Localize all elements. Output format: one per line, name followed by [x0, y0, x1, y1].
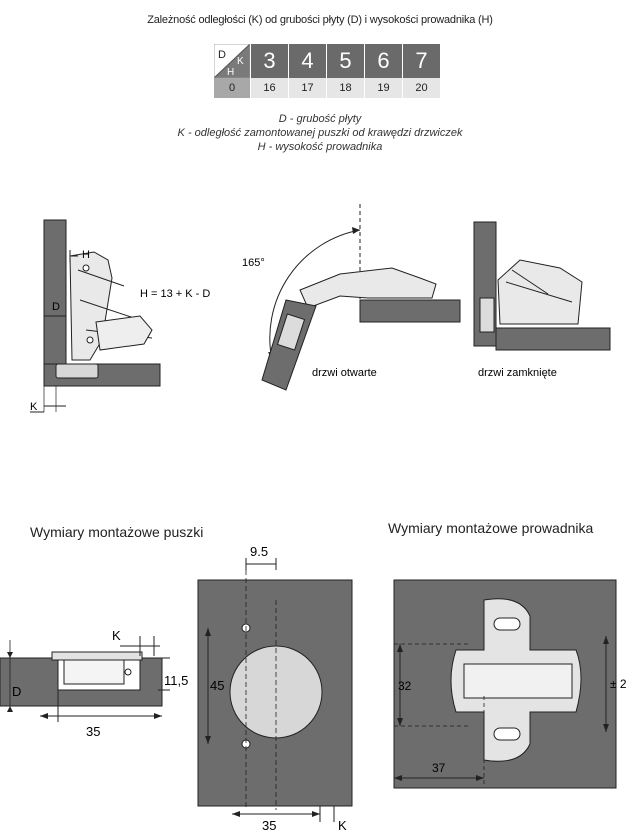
cup-width-label: 35: [86, 724, 100, 739]
cup-front-view: 9.5 45 35 K: [197, 544, 353, 833]
hinge-diagrams: H D K H = 13 + K - D 165° drzwi otwarte …: [30, 204, 611, 413]
cup-width-front-label: 35: [262, 818, 276, 833]
corner-d: D: [218, 49, 226, 61]
d-value: 18: [326, 78, 364, 98]
legend-h: H - wysokość prowadnika: [257, 141, 383, 153]
plate-height-label: 32: [398, 679, 412, 693]
plate-adjust-label: ± 2: [610, 677, 627, 691]
cup-offset-label: 9.5: [250, 544, 268, 559]
cup-diagrams: K D 11,5 35 9.5 45 35 K: [0, 544, 353, 833]
cup-d-label: D: [12, 684, 21, 699]
cup-depth-label: 11,5: [164, 673, 188, 688]
open-label: drzwi otwarte: [312, 367, 377, 379]
d-value: 17: [288, 78, 326, 98]
cup-section-title: Wymiary montażowe puszki: [30, 524, 204, 540]
d-value: 19: [364, 78, 402, 98]
cup-cross-section: K D 11,5 35: [0, 628, 188, 739]
table-title: Zależność odległości (K) od grubości pły…: [147, 14, 493, 26]
corner-k: K: [237, 56, 244, 67]
closed-label: drzwi zamknięte: [478, 367, 557, 379]
k-value: 4: [288, 44, 326, 78]
cup-k-front-label: K: [338, 818, 347, 833]
legend-d: D - grubość płyty: [278, 113, 362, 125]
k-value: 6: [364, 44, 402, 78]
legend-k: K - odległość zamontowanej puszki od kra…: [177, 127, 463, 139]
formula: H = 13 + K - D: [140, 288, 210, 300]
k-value: 5: [326, 44, 364, 78]
hinge-side-view: H D K H = 13 + K - D: [30, 219, 210, 413]
label-d: D: [52, 301, 60, 313]
cup-spacing-label: 45: [210, 678, 224, 693]
k-value: 3: [250, 44, 288, 78]
table-corner: D K H: [213, 43, 251, 79]
h-value: 0: [214, 78, 250, 98]
plate-width-label: 37: [432, 761, 446, 775]
hinge-closed-view: drzwi zamknięte: [473, 221, 611, 379]
d-value: 16: [250, 78, 288, 98]
angle-label: 165°: [242, 257, 265, 269]
plate-diagram: 32 ± 2 37: [393, 579, 627, 789]
corner-split-icon: D K H: [213, 43, 251, 79]
legend: D - grubość płyty K - odległość zamontow…: [0, 112, 640, 154]
hinge-open-view: 165° drzwi otwarte: [242, 204, 461, 391]
k-value: 7: [402, 44, 440, 78]
cup-k-label: K: [112, 628, 121, 643]
corner-h: H: [227, 67, 234, 78]
dimension-table: D K H 3 4 5 6 7 0 16 17 18 19 20: [213, 43, 440, 98]
d-value: 20: [402, 78, 440, 98]
label-k: K: [30, 401, 38, 413]
plate-section-title: Wymiary montażowe prowadnika: [388, 520, 594, 536]
label-h: H: [82, 249, 90, 261]
